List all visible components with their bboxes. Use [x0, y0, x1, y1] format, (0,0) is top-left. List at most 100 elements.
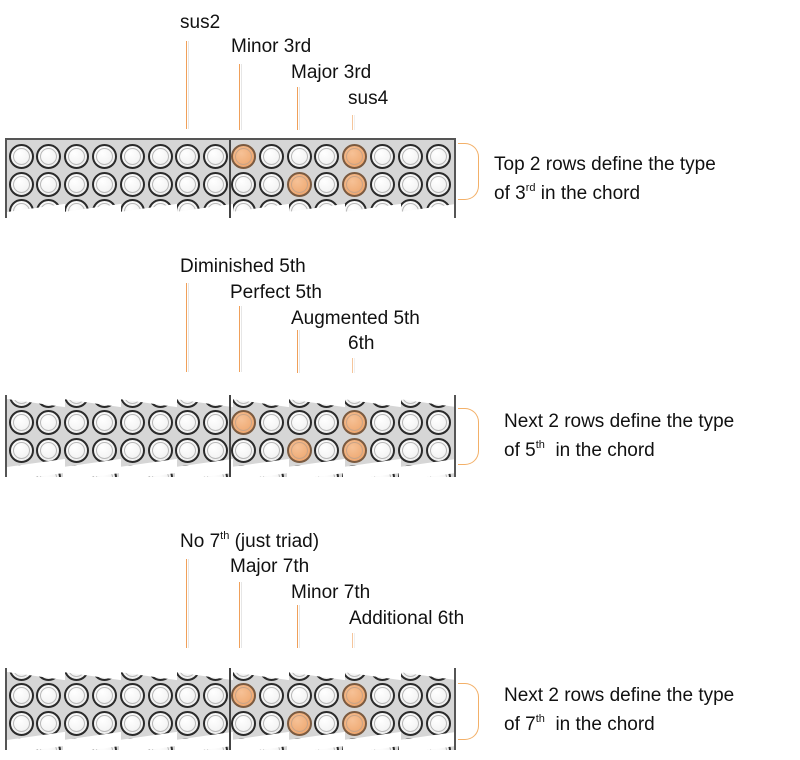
button-circle	[147, 144, 173, 169]
button-circle	[8, 410, 34, 435]
grid-divider	[229, 140, 231, 218]
button-circle	[203, 410, 229, 435]
grid-fifth	[5, 395, 456, 477]
button-circle	[314, 437, 340, 463]
button-circle	[369, 683, 395, 708]
button-circle	[314, 410, 340, 435]
button-circle	[314, 144, 340, 169]
tick-augmented-5th	[297, 330, 298, 373]
tick-major-3rd	[297, 87, 298, 130]
button-circle	[258, 710, 284, 736]
button-circle	[147, 410, 173, 435]
button-highlighted	[342, 710, 368, 736]
button-circle	[8, 683, 34, 708]
button-circle	[425, 144, 451, 169]
button-circle	[258, 144, 284, 169]
button-highlighted	[342, 437, 368, 463]
tick-major-7th	[239, 582, 240, 648]
button-circle	[64, 410, 90, 435]
button-circle	[64, 710, 90, 736]
button-circle	[286, 144, 312, 169]
tick-sus2	[186, 41, 187, 129]
section-third: sus2 Minor 3rd Major 3rd sus4 Top 2 rows…	[0, 0, 800, 230]
grid-divider	[229, 668, 231, 750]
label-augmented-5th: Augmented 5th	[291, 308, 420, 329]
bracket-third	[458, 143, 479, 200]
description-line2: of 3rd in the chord	[494, 182, 641, 205]
button-circle	[8, 437, 34, 463]
tick-minor-3rd	[239, 64, 240, 130]
button-circle	[36, 410, 62, 435]
button-highlighted	[230, 410, 256, 435]
button-circle	[203, 171, 229, 197]
description-seventh: Next 2 rows define the type of 7th in th…	[504, 681, 734, 739]
button-circle	[64, 171, 90, 197]
description-line1: Top 2 rows define the type	[494, 154, 716, 175]
button-circle	[258, 410, 284, 435]
label-no-7th: No 7th (just triad)	[180, 530, 320, 553]
button-circle	[175, 171, 201, 197]
button-circle	[119, 683, 145, 708]
button-circle	[36, 171, 62, 197]
button-circle	[175, 410, 201, 435]
label-perfect-5th: Perfect 5th	[230, 282, 322, 303]
label-additional-6th: Additional 6th	[349, 608, 465, 629]
button-circle	[425, 410, 451, 435]
button-highlighted	[286, 171, 312, 197]
tick-minor-7th	[297, 605, 298, 648]
button-circle	[425, 683, 451, 708]
button-highlighted	[342, 410, 368, 435]
button-circle	[147, 710, 173, 736]
label-minor-3rd: Minor 3rd	[231, 36, 312, 57]
bracket-fifth	[458, 408, 479, 465]
button-circle	[286, 683, 312, 708]
button-highlighted	[342, 144, 368, 169]
button-circle	[397, 437, 423, 463]
grid-divider	[229, 395, 231, 477]
button-circle	[258, 683, 284, 708]
section-fifth: Diminished 5th Perfect 5th Augmented 5th…	[5, 256, 734, 477]
button-circle	[369, 144, 395, 169]
button-circle	[397, 710, 423, 736]
button-circle	[91, 410, 117, 435]
button-circle	[64, 683, 90, 708]
description-line1: Next 2 rows define the type	[504, 685, 735, 706]
button-circle	[314, 710, 340, 736]
button-circle	[147, 171, 173, 197]
description-line1: Next 2 rows define the type	[504, 411, 735, 432]
button-circle	[64, 437, 90, 463]
button-circle	[36, 683, 62, 708]
button-circle	[314, 171, 340, 197]
description-fifth: Next 2 rows define the type of 5th in th…	[504, 407, 734, 465]
button-highlighted	[286, 437, 312, 463]
bracket-seventh	[458, 683, 479, 740]
button-highlighted	[342, 171, 368, 197]
button-circle	[91, 683, 117, 708]
button-circle	[147, 683, 173, 708]
description-line2: of 7th in the chord	[504, 713, 655, 736]
button-circle	[119, 144, 145, 169]
button-circle	[91, 710, 117, 736]
tick-no-7th	[186, 559, 187, 648]
label-major-7th: Major 7th	[230, 556, 310, 577]
button-circle	[425, 171, 451, 197]
button-circle	[397, 683, 423, 708]
button-circle	[119, 171, 145, 197]
button-highlighted	[230, 683, 256, 708]
grid-third	[5, 138, 456, 218]
button-circle	[369, 410, 395, 435]
button-circle	[119, 710, 145, 736]
description-line2: of 5th in the chord	[504, 439, 655, 462]
label-minor-7th: Minor 7th	[291, 582, 371, 603]
button-circle	[230, 710, 256, 736]
button-circle	[203, 683, 229, 708]
button-circle	[119, 410, 145, 435]
button-circle	[425, 710, 451, 736]
button-circle	[397, 171, 423, 197]
button-highlighted	[230, 144, 256, 169]
button-circle	[397, 410, 423, 435]
button-circle	[175, 437, 201, 463]
button-circle	[8, 144, 34, 169]
button-circle	[230, 437, 256, 463]
